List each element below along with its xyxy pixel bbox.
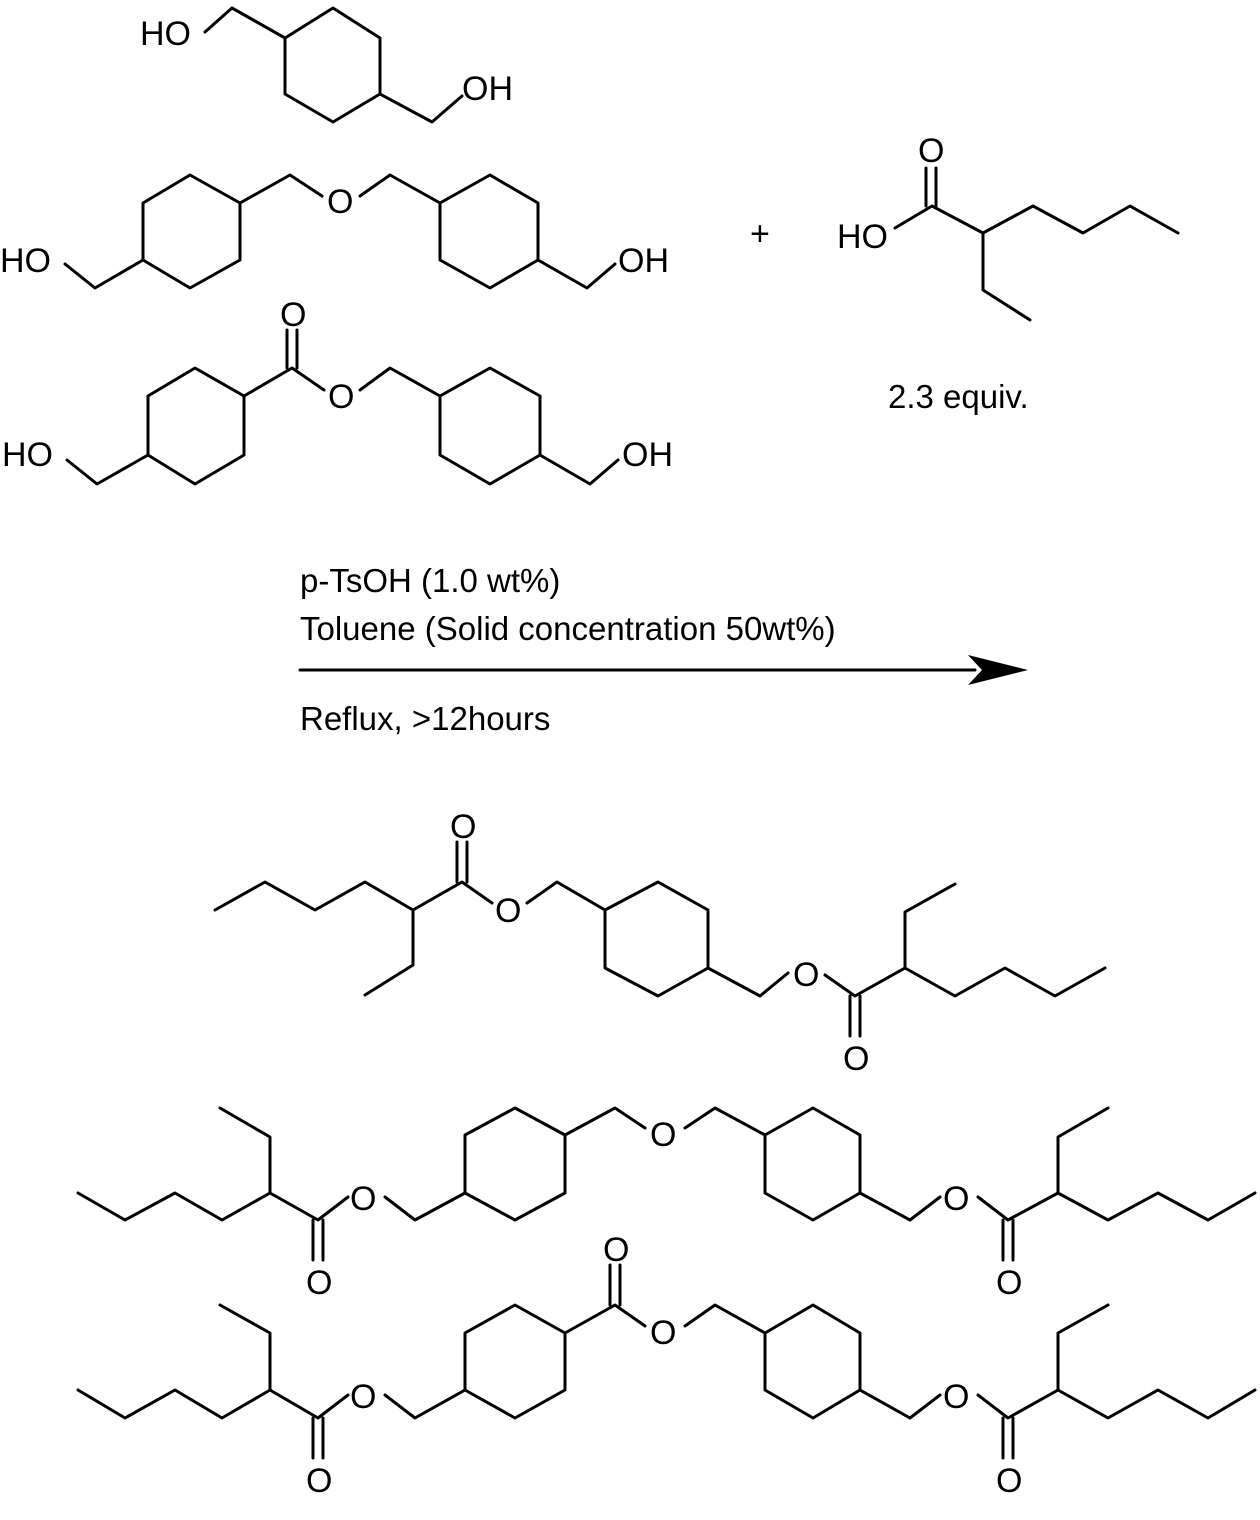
atom-o-label: O (650, 1116, 676, 1154)
reagent-2-ethylhexanoic-acid: O HO (837, 132, 1180, 322)
atom-o-label: O (843, 1040, 869, 1078)
product-diester-3: O O O O O O (76, 1231, 1257, 1500)
atom-o-label: O (328, 378, 354, 416)
reaction-arrow (298, 655, 1028, 685)
atom-oh-label: OH (618, 242, 669, 280)
atom-o-label: O (650, 1314, 676, 1352)
condition-reflux: Reflux, >12hours (300, 700, 550, 737)
atom-o-label: O (918, 132, 944, 170)
atom-o-label: O (306, 1264, 332, 1302)
condition-solvent: Toluene (Solid concentration 50wt%) (300, 610, 836, 647)
atom-o-label: O (943, 1378, 969, 1416)
atom-ho-label: HO (0, 242, 51, 280)
product-diester-2: O O O O O (76, 1106, 1257, 1302)
atom-o-label: O (943, 1180, 969, 1218)
atom-oh-label: OH (622, 436, 673, 474)
reactant-diol-1: HO OH (140, 6, 513, 124)
atom-o-label: O (306, 1462, 332, 1500)
atom-o-label: O (280, 296, 306, 334)
atom-o-label: O (793, 956, 819, 994)
reactant-diol-2: HO O OH (0, 173, 669, 290)
condition-catalyst: p-TsOH (1.0 wt%) (300, 562, 560, 599)
atom-o-label: O (450, 808, 476, 846)
atom-o-label: O (327, 183, 353, 221)
atom-o-label: O (495, 892, 521, 930)
atom-o-label: O (350, 1378, 376, 1416)
reagent-equivalents: 2.3 equiv. (888, 378, 1029, 415)
atom-o-label: O (603, 1231, 629, 1269)
atom-ho-label: HO (837, 218, 888, 256)
atom-ho-label: HO (140, 15, 191, 53)
atom-o-label: O (350, 1180, 376, 1218)
atom-o-label: O (996, 1264, 1022, 1302)
plus-sign: + (750, 215, 770, 253)
atom-oh-label: OH (462, 70, 513, 108)
product-diester-1: O O O O (213, 808, 1107, 1078)
atom-o-label: O (996, 1462, 1022, 1500)
reactant-diol-3: O O HO OH (2, 296, 673, 486)
atom-ho-label: HO (2, 436, 53, 474)
